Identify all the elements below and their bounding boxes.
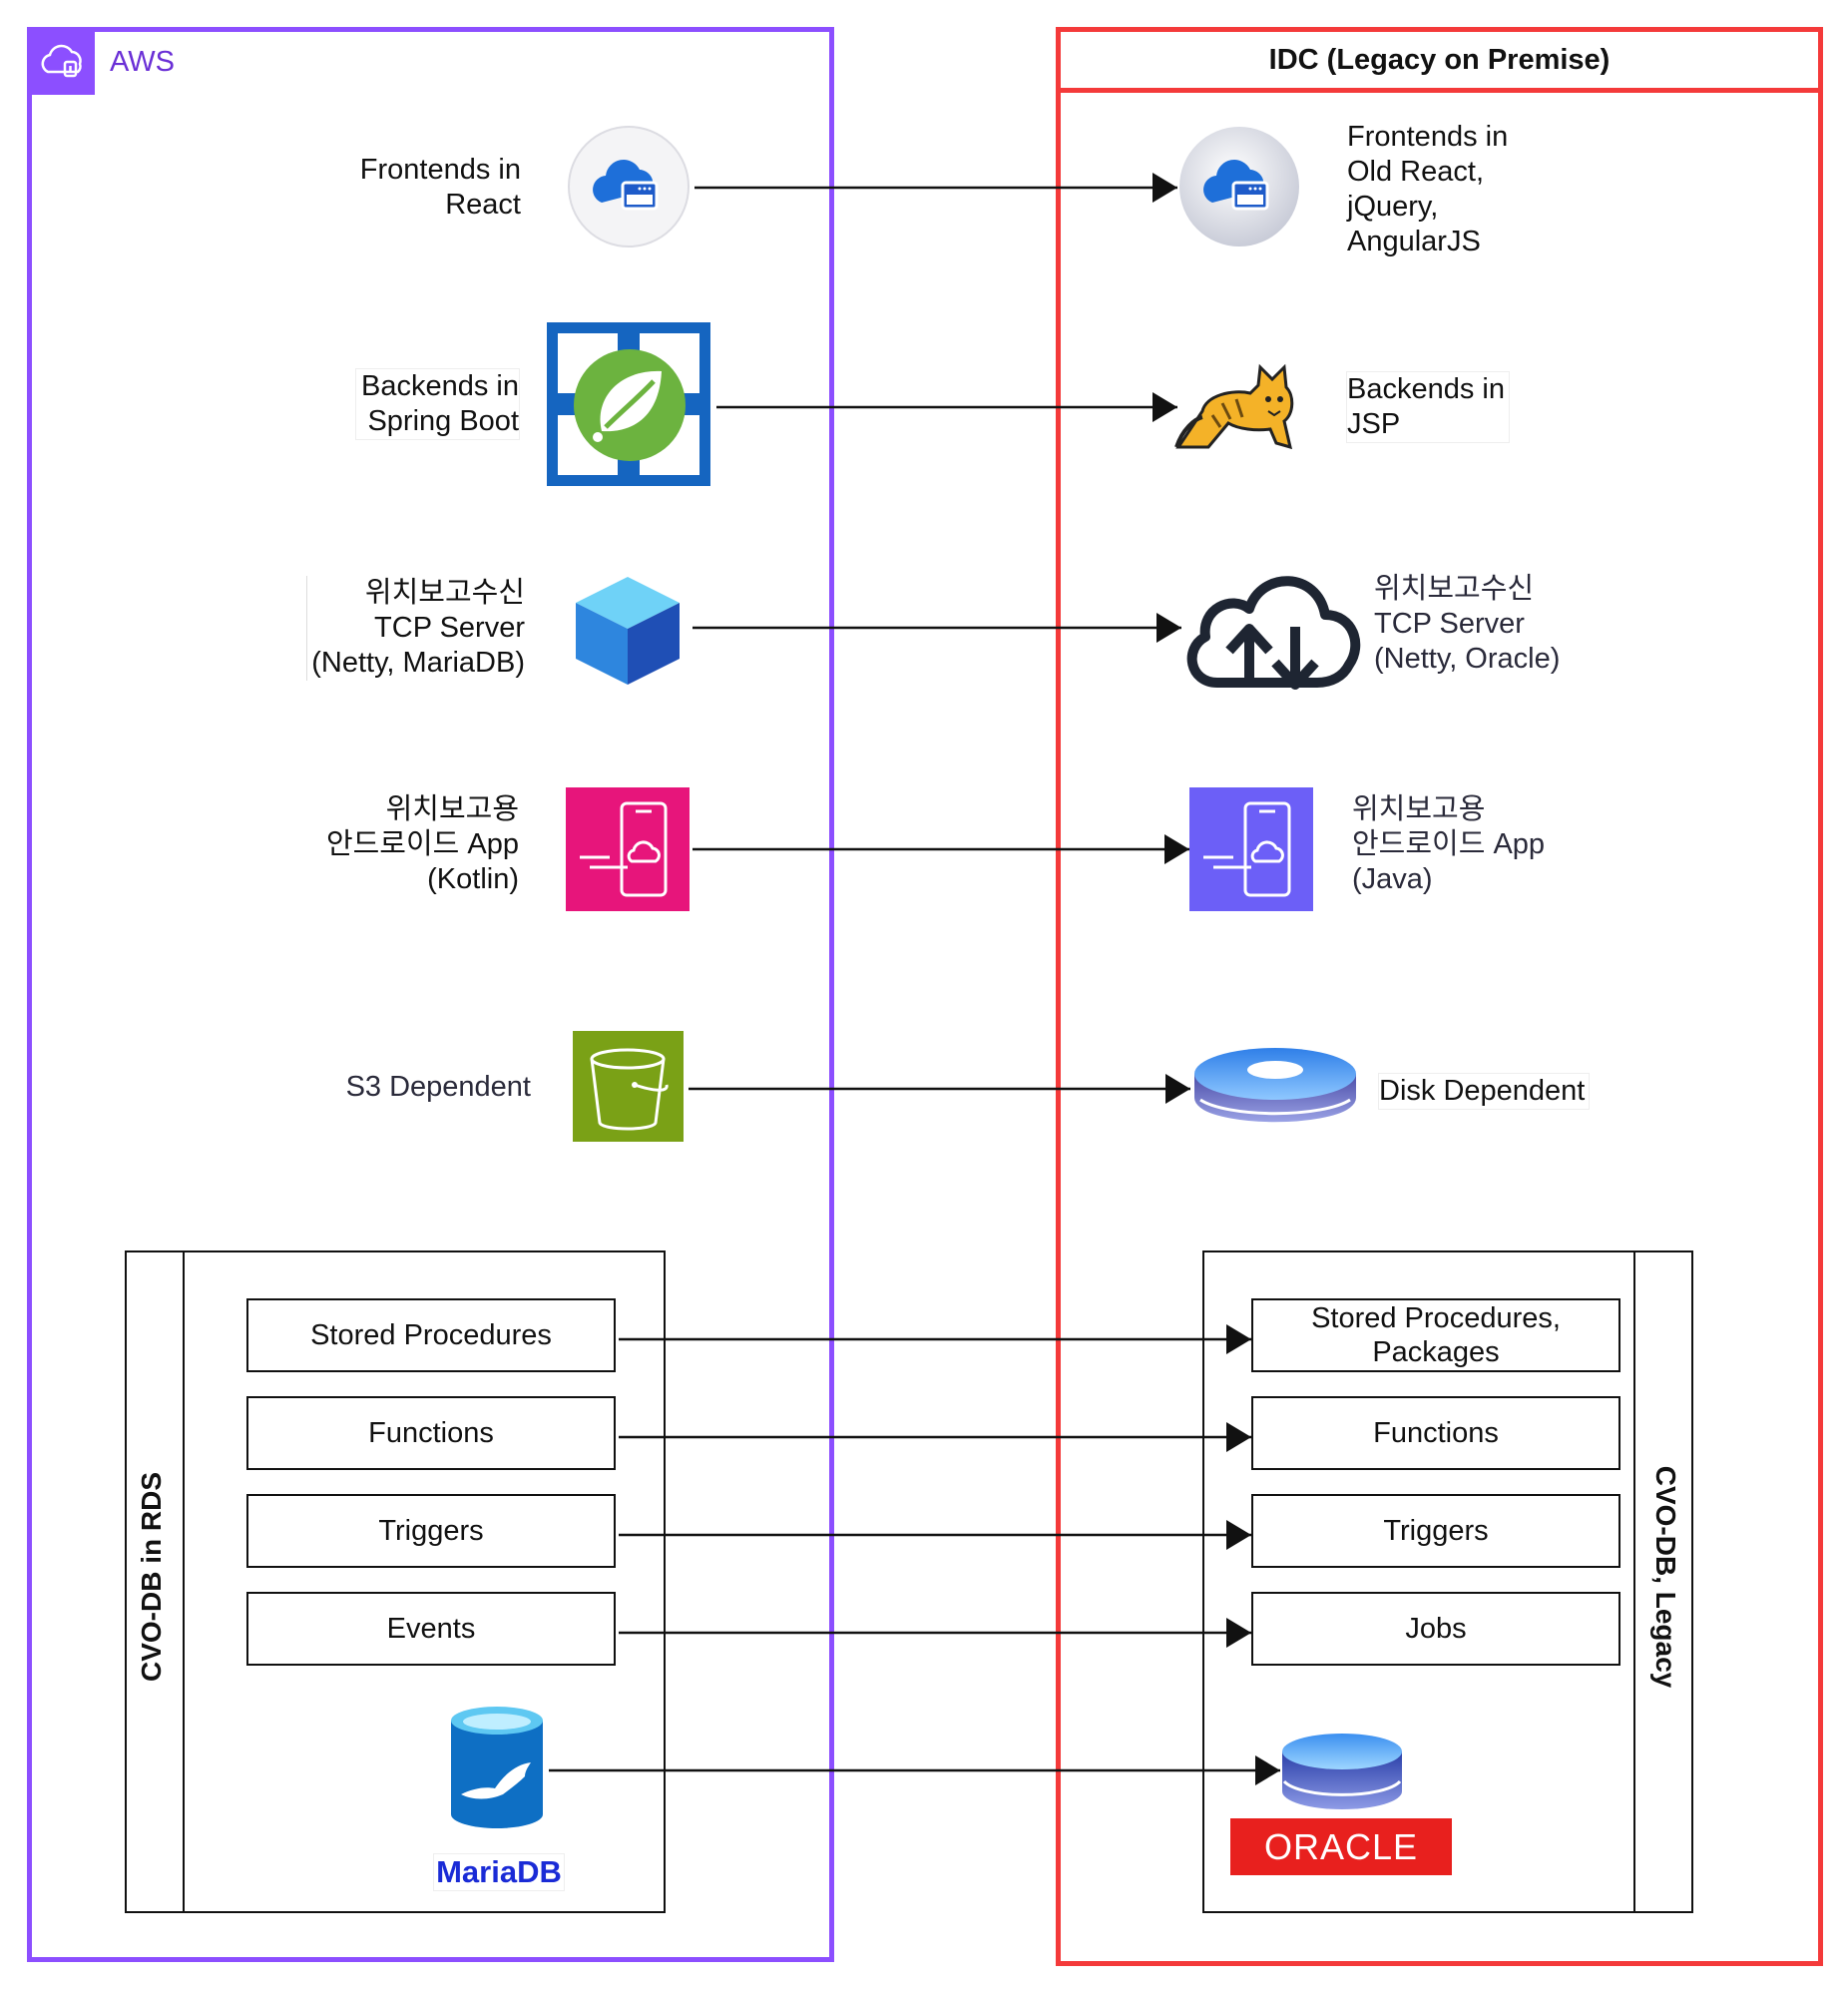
mobile-app-icon: [1189, 787, 1313, 916]
idc-tcp-label: 위치보고수신 TCP Server (Netty, Oracle): [1374, 573, 1561, 675]
aws-storage-label: S3 Dependent: [345, 1071, 531, 1103]
aws-db-item: Triggers: [246, 1494, 616, 1568]
aws-db-item: Events: [246, 1592, 616, 1666]
aws-frontend-label: Frontends in React: [359, 154, 521, 221]
idc-android-label: 위치보고용 안드로이드 App (Java): [1352, 793, 1546, 895]
mariadb-icon: [449, 1705, 545, 1835]
aws-backend-label: Backends in Spring Boot: [355, 368, 520, 440]
idc-frontend-label: Frontends in Old React, jQuery, AngularJ…: [1347, 121, 1509, 257]
idc-db-item: Triggers: [1251, 1494, 1620, 1568]
oracle-db-icon: [1280, 1730, 1404, 1818]
aws-db-item: Functions: [246, 1396, 616, 1470]
cloud-web-app-icon: [1177, 125, 1301, 253]
idc-db-item: Stored Procedures, Packages: [1251, 1298, 1620, 1372]
idc-title: IDC (Legacy on Premise): [1061, 32, 1818, 93]
idc-storage-label: Disk Dependent: [1378, 1073, 1590, 1110]
spring-boot-icon: [544, 319, 713, 494]
idc-db-title-strip: [1633, 1252, 1691, 1911]
cloud-web-app-icon: [567, 125, 691, 253]
s3-bucket-icon: [573, 1031, 684, 1147]
aws-group: AWS: [27, 27, 834, 1962]
idc-db-item: Jobs: [1251, 1592, 1620, 1666]
idc-backend-label: Backends in JSP: [1346, 371, 1510, 443]
mobile-app-icon: [566, 787, 690, 916]
aws-tcp-label: 위치보고수신 TCP Server (Netty, MariaDB): [306, 576, 525, 681]
aws-db-title-strip: [127, 1252, 185, 1911]
aws-db-item: Stored Procedures: [246, 1298, 616, 1372]
cube-icon: [566, 567, 690, 696]
aws-cloud-icon: [32, 32, 95, 95]
tomcat-icon: [1172, 359, 1302, 456]
idc-group: IDC (Legacy on Premise): [1056, 27, 1823, 1966]
oracle-logo: ORACLE: [1230, 1818, 1452, 1875]
aws-title: AWS: [110, 46, 175, 78]
cloud-sync-icon: [1177, 565, 1367, 696]
disk-icon: [1190, 1038, 1360, 1135]
aws-android-label: 위치보고용 안드로이드 App (Kotlin): [325, 793, 519, 895]
mariadb-label: MariaDB: [433, 1853, 565, 1891]
idc-db-item: Functions: [1251, 1396, 1620, 1470]
